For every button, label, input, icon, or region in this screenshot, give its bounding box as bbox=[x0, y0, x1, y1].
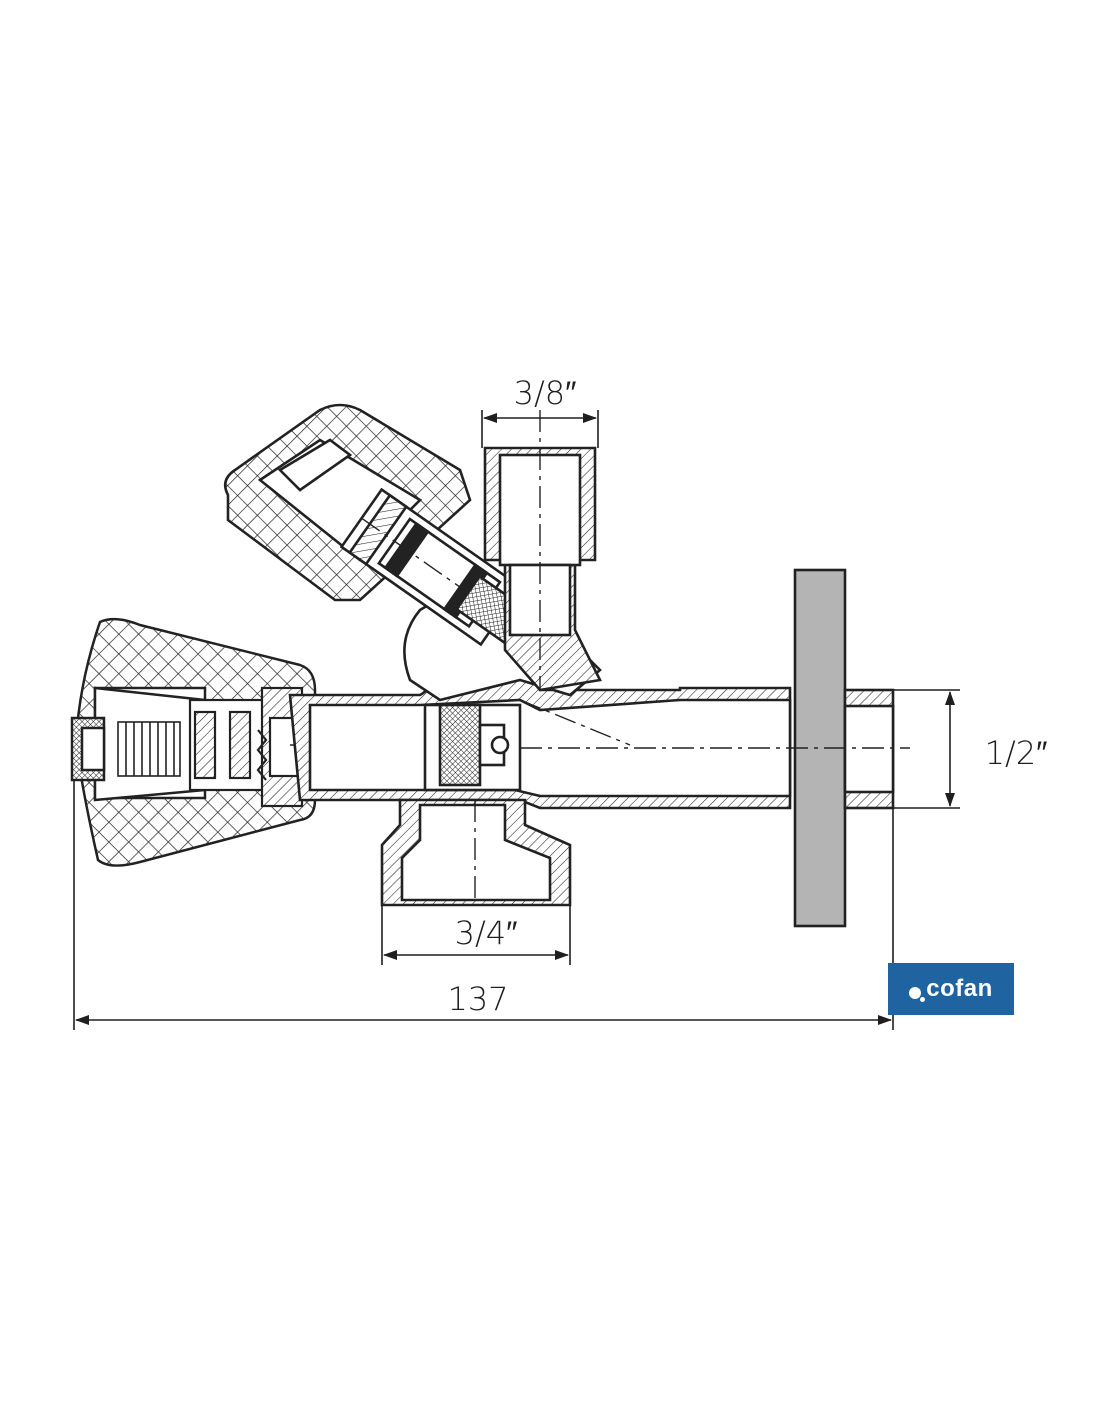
brand-mark-icon bbox=[909, 987, 926, 1002]
bottom-outlet bbox=[380, 798, 572, 907]
top-outlet bbox=[483, 410, 602, 692]
dim-label-wall-connection: 1/2″ bbox=[985, 734, 1048, 772]
filter-branch bbox=[223, 403, 602, 702]
dim-label-top-outlet: 3/8″ bbox=[514, 374, 577, 412]
brand-name: cofan bbox=[926, 975, 993, 1002]
brand-logo: cofan bbox=[888, 963, 1014, 1015]
dim-label-overall-length: 137 bbox=[447, 980, 508, 1018]
wall-connection bbox=[519, 568, 910, 928]
dim-label-bottom-outlet: 3/4″ bbox=[455, 914, 518, 952]
